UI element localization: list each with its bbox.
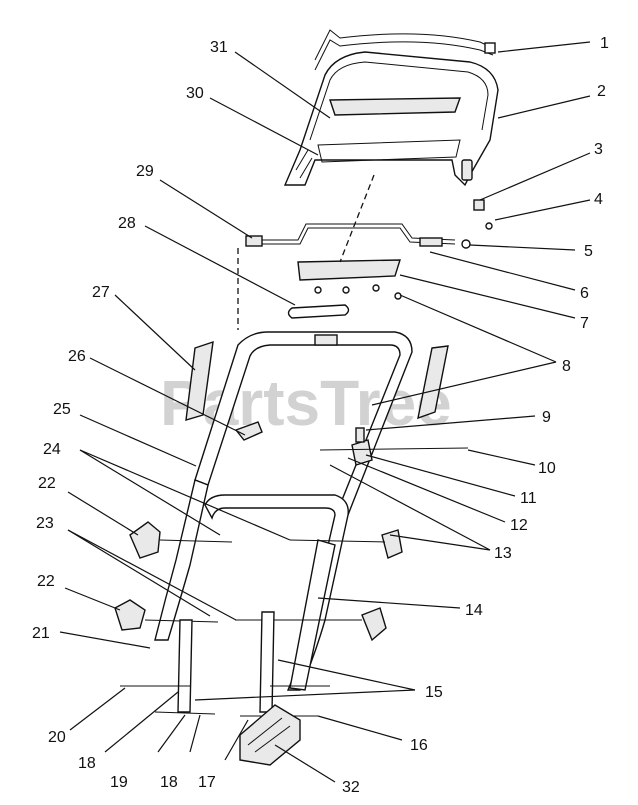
callout-27: 27 xyxy=(92,284,110,301)
cable-knob xyxy=(319,427,469,466)
callout-24: 24 xyxy=(43,441,61,458)
bail-cable xyxy=(314,29,496,71)
handle-knob-upper xyxy=(129,521,233,559)
bracket-left xyxy=(177,619,193,713)
callout-2: 2 xyxy=(597,83,606,100)
callout-13: 13 xyxy=(494,545,512,562)
fastener-3 xyxy=(473,199,485,211)
callout-28: 28 xyxy=(118,215,136,232)
callout-3: 3 xyxy=(594,141,603,158)
callout-11: 11 xyxy=(520,490,537,507)
callout-7: 7 xyxy=(580,315,589,332)
callout-18b: 18 xyxy=(160,774,178,791)
callout-17: 17 xyxy=(198,774,216,791)
cable-guide-left xyxy=(185,340,214,421)
callout-22a: 22 xyxy=(38,475,56,492)
callout-10: 10 xyxy=(538,460,556,477)
callout-26: 26 xyxy=(68,348,86,365)
callout-labels: 1 2 3 4 5 6 7 8 9 10 11 12 13 14 15 16 1… xyxy=(32,35,609,796)
deck-mount xyxy=(239,704,301,766)
callout-21: 21 xyxy=(32,625,50,642)
callout-18a: 18 xyxy=(78,755,96,772)
callout-15: 15 xyxy=(425,684,443,701)
console-housing xyxy=(283,51,499,187)
callout-20: 20 xyxy=(48,729,66,746)
callout-30: 30 xyxy=(186,85,204,102)
callout-25: 25 xyxy=(53,401,71,418)
callout-9: 9 xyxy=(542,409,551,426)
callout-29: 29 xyxy=(136,163,154,180)
callout-14: 14 xyxy=(465,602,483,619)
foam-grip xyxy=(287,304,350,319)
callout-19: 19 xyxy=(110,774,128,791)
callout-4: 4 xyxy=(594,191,603,208)
control-bar xyxy=(245,223,471,249)
callout-32: 32 xyxy=(342,779,360,796)
lower-handle xyxy=(154,479,349,691)
callout-1: 1 xyxy=(600,35,609,52)
screw-4 xyxy=(485,222,493,230)
callout-22b: 22 xyxy=(37,573,55,590)
callout-6: 6 xyxy=(580,285,589,302)
cable-guide-right xyxy=(417,345,449,420)
cable-clip xyxy=(234,421,263,441)
callout-16: 16 xyxy=(410,737,428,754)
handle-knob-right-upper xyxy=(381,529,403,559)
callout-31: 31 xyxy=(210,39,228,56)
callout-23: 23 xyxy=(36,515,54,532)
callout-12: 12 xyxy=(510,517,528,534)
leader-lines xyxy=(59,41,591,783)
panel-bracket xyxy=(297,259,402,300)
handle-knob-right-lower xyxy=(361,607,387,642)
handle-knob-lower xyxy=(114,599,219,631)
callout-5: 5 xyxy=(584,243,593,260)
callout-8: 8 xyxy=(562,358,571,375)
